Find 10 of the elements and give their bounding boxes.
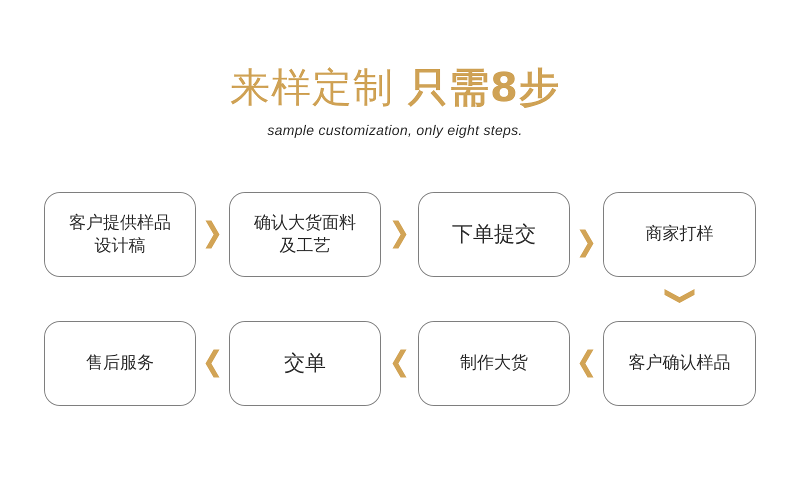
step-box: 确认大货面料及工艺 xyxy=(229,192,381,277)
step-box: 售后服务 xyxy=(44,321,196,406)
subtitle: sample customization, only eight steps. xyxy=(267,122,523,139)
title: 来样定制 只需8步 xyxy=(230,64,560,112)
step-box: 客户提供样品设计稿 xyxy=(44,192,196,277)
step-box: 下单提交 xyxy=(418,192,570,277)
step-box: 制作大货 xyxy=(418,321,570,406)
step-box: 商家打样 xyxy=(603,192,756,277)
step-box: 交单 xyxy=(229,321,381,406)
step-box: 客户确认样品 xyxy=(603,321,756,406)
